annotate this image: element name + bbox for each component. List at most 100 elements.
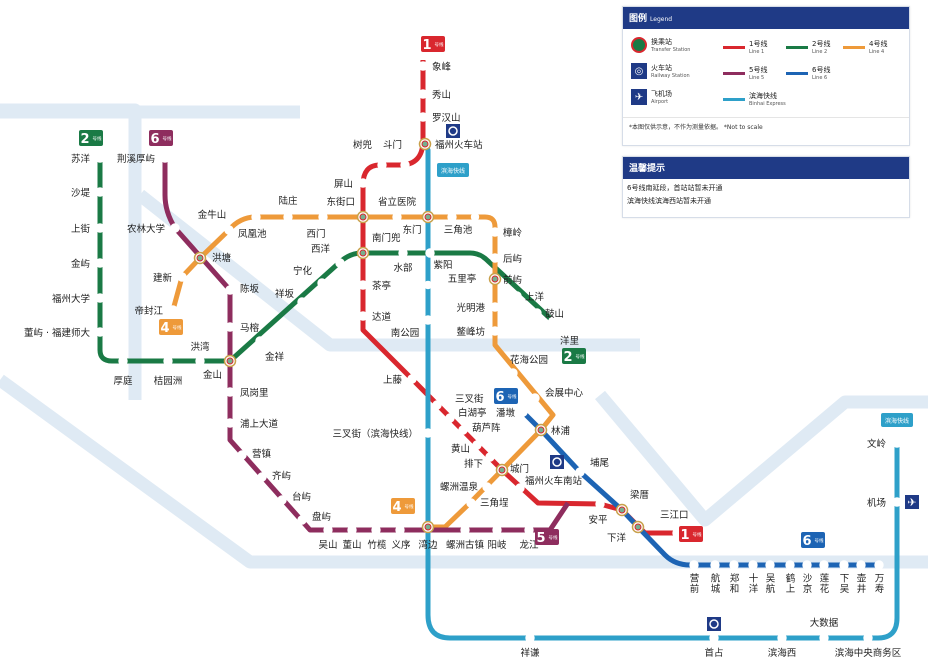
station[interactable]	[335, 258, 345, 268]
station-label[interactable]: 螺洲古镇	[446, 539, 485, 551]
station[interactable]	[392, 212, 402, 222]
station[interactable]	[460, 525, 470, 535]
station-label[interactable]: 秀山	[432, 89, 451, 101]
transfer-station[interactable]	[421, 210, 435, 224]
station-label[interactable]: 盘屿	[312, 511, 331, 523]
station-label[interactable]: 董屿 · 福建师大	[24, 327, 91, 339]
station-label[interactable]: 董山	[342, 539, 361, 551]
station-label[interactable]: 金牛山	[198, 209, 227, 221]
station-label[interactable]: 金山	[203, 369, 222, 381]
station[interactable]	[224, 225, 234, 235]
station[interactable]	[395, 525, 405, 535]
station[interactable]	[423, 280, 433, 290]
station-label[interactable]: 航城	[709, 572, 721, 594]
station[interactable]	[777, 633, 787, 643]
station-label[interactable]: 三叉街（滨海快线）	[332, 428, 418, 440]
station[interactable]	[482, 482, 492, 492]
station-label[interactable]: 湾边	[418, 539, 438, 551]
station[interactable]	[525, 633, 535, 643]
station-label[interactable]: 西洋	[311, 243, 331, 255]
station-label[interactable]: 鳌峰坊	[456, 326, 485, 338]
transfer-station[interactable]	[418, 137, 432, 151]
transfer-station[interactable]	[193, 251, 207, 265]
station-label[interactable]: 农林大学	[127, 223, 165, 235]
station[interactable]	[407, 374, 417, 384]
station-label[interactable]: 陈坂	[240, 283, 260, 295]
station-label[interactable]: 金祥	[265, 351, 285, 363]
station-label[interactable]: 水部	[393, 262, 412, 274]
station-label[interactable]: 鹤上	[784, 572, 796, 594]
station[interactable]	[277, 495, 287, 505]
station-label[interactable]: 营镇	[252, 448, 272, 460]
station[interactable]	[358, 311, 368, 321]
station[interactable]	[472, 440, 482, 450]
station-label[interactable]: 郑和	[728, 572, 740, 594]
station-label[interactable]: 龙江	[519, 539, 539, 551]
station[interactable]	[297, 297, 307, 307]
station-label[interactable]: 樟岭	[503, 227, 523, 239]
station-label[interactable]: 厚庭	[113, 375, 133, 387]
station[interactable]	[297, 515, 307, 525]
station-label[interactable]: 达道	[372, 311, 392, 323]
station-label[interactable]: 南公园	[391, 327, 420, 339]
station[interactable]	[508, 368, 518, 378]
station-label[interactable]: 洋里	[560, 335, 579, 347]
station-label[interactable]: 三江口	[660, 510, 689, 521]
station-label[interactable]: 祥坂	[275, 288, 295, 300]
station[interactable]	[532, 308, 542, 318]
station[interactable]	[323, 525, 333, 535]
station[interactable]	[595, 499, 605, 509]
station-label[interactable]: 罗汉山	[432, 113, 461, 124]
station-label[interactable]: 竹榄	[367, 539, 387, 551]
station-label[interactable]: 白湖亭	[458, 407, 487, 419]
station[interactable]	[473, 257, 483, 267]
station-label[interactable]: 福州火车南站	[525, 475, 583, 487]
transfer-station[interactable]	[534, 423, 548, 437]
station-label[interactable]: 省立医院	[378, 196, 417, 208]
station-label[interactable]: 林浦	[551, 425, 571, 437]
station[interactable]	[490, 326, 500, 336]
station-label[interactable]: 吴山	[318, 540, 337, 551]
station[interactable]	[398, 248, 408, 258]
station-label[interactable]: 洪塘	[212, 252, 232, 264]
station-label[interactable]: 下吴	[838, 573, 850, 594]
station[interactable]	[458, 425, 468, 435]
station-label[interactable]: 下洋	[607, 532, 627, 544]
station-label[interactable]: 祥谦	[520, 647, 540, 659]
station[interactable]	[347, 525, 357, 535]
station-label[interactable]: 阳岐	[487, 539, 507, 551]
station-label[interactable]: 台屿	[292, 491, 311, 503]
station[interactable]	[418, 112, 428, 122]
station-label[interactable]: 三角埕	[480, 497, 509, 509]
station[interactable]	[819, 560, 829, 570]
station[interactable]	[225, 418, 235, 428]
station-label[interactable]: 帝封江	[134, 305, 163, 317]
station[interactable]	[575, 467, 585, 477]
station-label[interactable]: 万寿	[873, 573, 885, 594]
station-label[interactable]: 五里亭	[448, 273, 477, 285]
transfer-station[interactable]	[495, 463, 509, 477]
transfer-station[interactable]	[223, 354, 237, 368]
station[interactable]	[466, 498, 476, 508]
station-label[interactable]: 义序	[391, 539, 411, 551]
station-label[interactable]: 鼓山	[545, 308, 564, 320]
station-label[interactable]: 紫阳	[433, 260, 452, 271]
station-label[interactable]: 宁化	[293, 265, 313, 277]
station-label[interactable]: 营前	[688, 572, 700, 594]
transfer-station[interactable]	[356, 210, 370, 224]
station[interactable]	[225, 387, 235, 397]
station-label[interactable]: 福州大学	[52, 293, 90, 305]
station[interactable]	[729, 560, 739, 570]
station[interactable]	[95, 258, 105, 268]
station[interactable]	[432, 400, 442, 410]
station-label[interactable]: 光明港	[456, 302, 485, 314]
station-label[interactable]: 桔园洲	[154, 375, 183, 387]
station[interactable]	[255, 336, 265, 346]
station[interactable]	[283, 212, 293, 222]
station[interactable]	[819, 633, 829, 643]
station-label[interactable]: 马榕	[240, 322, 260, 334]
station-label[interactable]: 吴航	[764, 573, 776, 594]
station[interactable]	[748, 560, 758, 570]
station[interactable]	[490, 227, 500, 237]
transfer-station[interactable]	[421, 520, 435, 534]
